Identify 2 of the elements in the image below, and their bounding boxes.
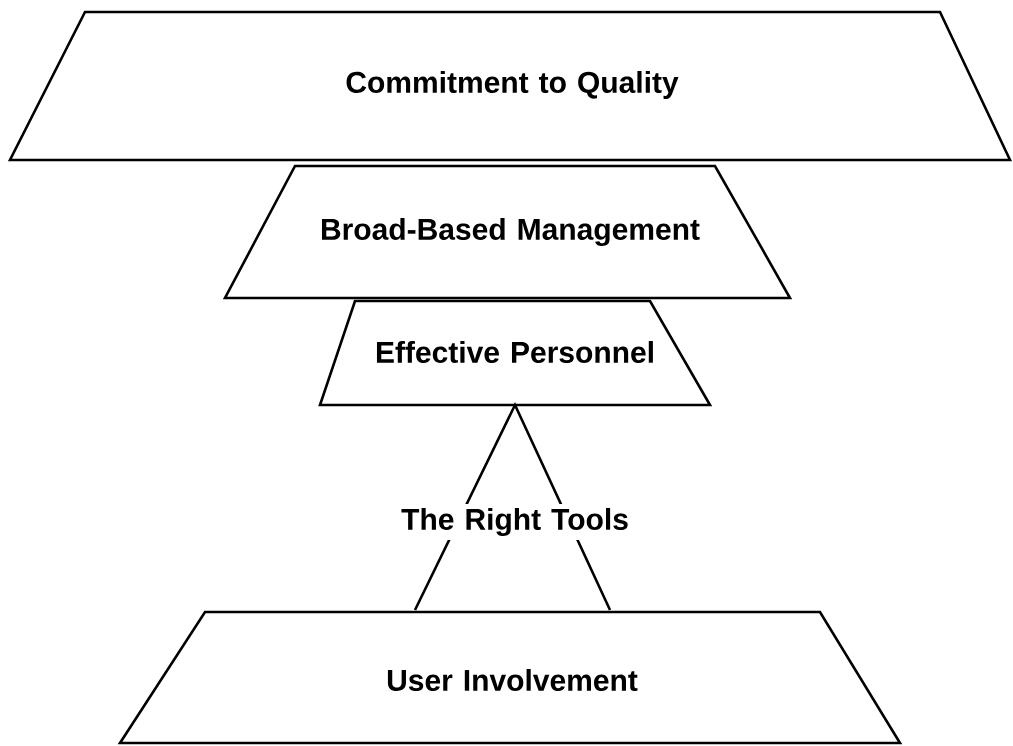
- trapezoid-box: Effective Personnel: [318, 299, 713, 407]
- node-label: The Right Tools: [401, 507, 628, 537]
